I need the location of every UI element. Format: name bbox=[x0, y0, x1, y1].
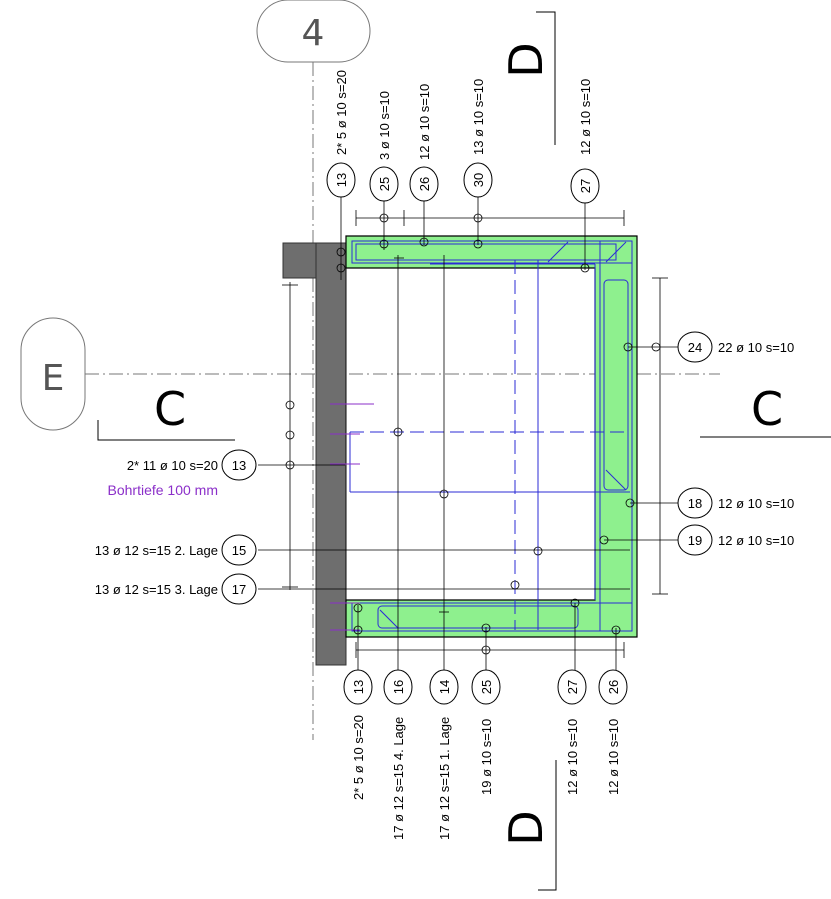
bottom-bubble-27-text: 12 ø 10 s=10 bbox=[565, 719, 580, 795]
right-bubble-18: 18 12 ø 10 s=10 bbox=[677, 487, 794, 519]
bottom-bubble-16: 16 17 ø 12 s=15 4. Lage bbox=[383, 669, 413, 840]
right-bubble-24-text: 22 ø 10 s=10 bbox=[718, 340, 794, 355]
right-bubble-19-text: 12 ø 10 s=10 bbox=[718, 533, 794, 548]
bottom-bubble-16-text: 17 ø 12 s=15 4. Lage bbox=[391, 717, 406, 840]
right-bubble-18-num: 18 bbox=[688, 496, 702, 511]
section-c-right-label: C bbox=[751, 382, 783, 436]
right-bubble-19: 19 12 ø 10 s=10 bbox=[677, 524, 794, 556]
top-bubble-25: 25 3 ø 10 s=10 bbox=[369, 91, 399, 202]
drilling-depth-note: Bohrtiefe 100 mm bbox=[108, 482, 219, 498]
bottom-bubble-14-text: 17 ø 12 s=15 1. Lage bbox=[437, 717, 452, 840]
left-position-bubbles: 13 2* 11 ø 10 s=20 Bohrtiefe 100 mm 15 1… bbox=[95, 449, 257, 605]
left-bubble-15-text: 13 ø 12 s=15 2. Lage bbox=[95, 543, 218, 558]
section-c-left: C bbox=[97, 382, 235, 441]
grid-axis-4: 4 bbox=[256, 0, 371, 63]
left-bubble-15-num: 15 bbox=[232, 543, 246, 558]
bottom-bubble-26-num: 26 bbox=[606, 680, 621, 694]
bottom-bubble-26: 26 12 ø 10 s=10 bbox=[598, 669, 628, 795]
bottom-bubble-25-num: 25 bbox=[479, 680, 494, 694]
rebar-lines bbox=[349, 240, 633, 632]
section-d-bottom-label: D bbox=[499, 810, 553, 845]
top-bubble-26-num: 26 bbox=[417, 177, 432, 191]
top-bubble-13: 13 2* 5 ø 10 s=20 bbox=[326, 70, 356, 198]
bottom-bubble-25: 25 19 ø 10 s=10 bbox=[471, 669, 501, 795]
bottom-bubble-16-num: 16 bbox=[391, 680, 406, 694]
top-bubble-30-num: 30 bbox=[471, 173, 486, 187]
top-bubble-25-text: 3 ø 10 s=10 bbox=[377, 91, 392, 160]
leader-lines bbox=[258, 197, 678, 670]
right-bubble-19-num: 19 bbox=[688, 533, 702, 548]
section-c-right: C bbox=[700, 382, 831, 438]
left-bubble-17-num: 17 bbox=[232, 582, 246, 597]
bottom-bubble-13-text: 2* 5 ø 10 s=20 bbox=[351, 715, 366, 800]
top-bubble-27-num: 27 bbox=[578, 179, 593, 193]
bottom-bubble-25-text: 19 ø 10 s=10 bbox=[479, 719, 494, 795]
top-bubble-27: 27 12 ø 10 s=10 bbox=[570, 79, 600, 204]
top-bubble-27-text: 12 ø 10 s=10 bbox=[578, 79, 593, 155]
bottom-position-bubbles: 13 2* 5 ø 10 s=20 16 17 ø 12 s=15 4. Lag… bbox=[343, 669, 628, 840]
grid-axis-e: E bbox=[20, 317, 86, 431]
section-d-top: D bbox=[499, 11, 556, 145]
left-bubble-17-text: 13 ø 12 s=15 3. Lage bbox=[95, 582, 218, 597]
top-position-bubbles: 13 2* 5 ø 10 s=20 25 3 ø 10 s=10 26 12 ø… bbox=[326, 70, 600, 204]
bottom-bubble-27: 27 12 ø 10 s=10 bbox=[557, 669, 587, 795]
bottom-bubble-14: 14 17 ø 12 s=15 1. Lage bbox=[429, 669, 459, 840]
left-bubble-13-text: 2* 11 ø 10 s=20 bbox=[127, 458, 218, 473]
top-bubble-13-num: 13 bbox=[334, 173, 349, 187]
section-c-left-label: C bbox=[154, 382, 186, 436]
left-bubble-17: 17 13 ø 12 s=15 3. Lage bbox=[95, 573, 257, 605]
grid-axis-e-label: E bbox=[42, 358, 65, 399]
top-bubble-26-text: 12 ø 10 s=10 bbox=[417, 84, 432, 160]
right-bubble-24-num: 24 bbox=[688, 340, 702, 355]
section-d-bottom: D bbox=[499, 760, 557, 891]
bottom-bubble-27-num: 27 bbox=[565, 680, 580, 694]
top-bubble-30-text: 13 ø 10 s=10 bbox=[471, 79, 486, 155]
bottom-bubble-13-num: 13 bbox=[351, 680, 366, 694]
bottom-bubble-14-num: 14 bbox=[437, 680, 452, 694]
grid-axis-4-label: 4 bbox=[302, 13, 325, 54]
top-bubble-30: 30 13 ø 10 s=10 bbox=[463, 79, 493, 198]
rebar-markers bbox=[285, 213, 661, 655]
section-d-top-label: D bbox=[499, 42, 553, 77]
bottom-bubble-26-text: 12 ø 10 s=10 bbox=[606, 719, 621, 795]
right-bubble-24: 24 22 ø 10 s=10 bbox=[677, 331, 794, 363]
left-bubble-15: 15 13 ø 12 s=15 2. Lage bbox=[95, 534, 257, 566]
anchor-marks bbox=[330, 403, 374, 631]
concrete-section bbox=[345, 235, 638, 638]
top-bubble-26: 26 12 ø 10 s=10 bbox=[409, 84, 439, 202]
left-bubble-13: 13 2* 11 ø 10 s=20 bbox=[127, 449, 257, 481]
existing-wall bbox=[282, 242, 347, 666]
bottom-bubble-13: 13 2* 5 ø 10 s=20 bbox=[343, 669, 373, 800]
left-bubble-13-num: 13 bbox=[232, 458, 246, 473]
right-bubble-18-text: 12 ø 10 s=10 bbox=[718, 496, 794, 511]
top-bubble-13-text: 2* 5 ø 10 s=20 bbox=[334, 70, 349, 155]
top-bubble-25-num: 25 bbox=[377, 177, 392, 191]
right-position-bubbles: 24 22 ø 10 s=10 18 12 ø 10 s=10 19 12 ø … bbox=[677, 331, 794, 556]
